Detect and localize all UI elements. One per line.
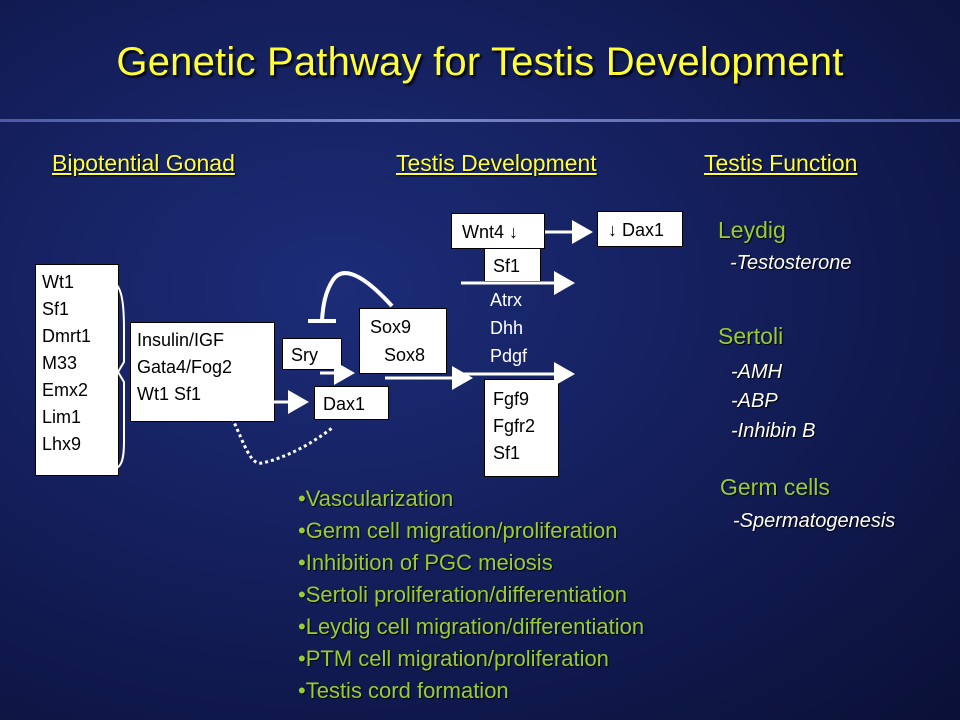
page-title: Genetic Pathway for Testis Development bbox=[116, 40, 844, 84]
gene-label: Dhh bbox=[490, 318, 524, 338]
list-item: •Sertoli proliferation/differentiation bbox=[298, 582, 627, 607]
bipotential-genes-box: Wt1 Sf1 Dmrt1 M33 Emx2 Lim1 Lhx9 bbox=[35, 264, 119, 476]
list-item: •Germ cell migration/proliferation bbox=[298, 518, 618, 543]
inhibition-curve bbox=[320, 271, 394, 321]
header-bipotential-gonad: Bipotential Gonad bbox=[52, 150, 235, 176]
wnt4-label: Wnt4 ↓ bbox=[462, 222, 519, 242]
gene-label: Sf1 bbox=[42, 299, 70, 319]
dax1-down-box: ↓ Dax1 bbox=[597, 211, 683, 247]
gene-label: Pdgf bbox=[490, 346, 528, 366]
bracket-connector bbox=[104, 277, 125, 473]
header-testis-development: Testis Development bbox=[396, 150, 597, 176]
middle-genes-list: Atrx Dhh Pdgf bbox=[490, 286, 527, 370]
gene-label: Sf1 bbox=[493, 443, 521, 463]
germ-cells-label: Germ cells bbox=[720, 474, 830, 500]
dax1-down-label: ↓ Dax1 bbox=[608, 220, 665, 240]
list-item: •PTM cell migration/proliferation bbox=[298, 646, 609, 671]
list-item: •Vascularization bbox=[298, 486, 454, 511]
sertoli-item: -AMH bbox=[731, 361, 783, 383]
list-item: •Testis cord formation bbox=[298, 678, 509, 703]
gene-label: Atrx bbox=[490, 290, 523, 310]
gene-label: M33 bbox=[42, 353, 78, 373]
gene-label: Fgfr2 bbox=[493, 416, 536, 436]
gene-label: Insulin/IGF bbox=[137, 330, 225, 350]
gene-label: Lim1 bbox=[42, 407, 82, 427]
sox9-sox8-box: Sox9 Sox8 bbox=[359, 308, 447, 374]
sertoli-label: Sertoli bbox=[718, 323, 784, 349]
leydig-item: -Testosterone bbox=[730, 252, 852, 274]
germ-item: -Spermatogenesis bbox=[733, 510, 896, 532]
fgf9-fgfr2-box: Fgf9 Fgfr2 Sf1 bbox=[484, 379, 559, 477]
header-testis-function: Testis Function bbox=[704, 150, 858, 176]
insulin-gata4-box: Insulin/IGF Gata4/Fog2 Wt1 Sf1 bbox=[130, 322, 275, 422]
sertoli-item: -Inhibin B bbox=[731, 420, 816, 442]
gene-label: Gata4/Fog2 bbox=[137, 357, 233, 377]
gene-label: Wt1 bbox=[42, 272, 75, 292]
sertoli-item: -ABP bbox=[731, 390, 778, 412]
title-divider bbox=[0, 119, 960, 122]
sf1-box: Sf1 bbox=[484, 248, 541, 282]
dax1-box: Dax1 bbox=[314, 386, 389, 420]
sry-label: Sry bbox=[291, 345, 318, 365]
leydig-label: Leydig bbox=[718, 217, 786, 243]
gene-label: Fgf9 bbox=[493, 389, 530, 409]
gene-label: Emx2 bbox=[42, 380, 89, 400]
list-item: •Leydig cell migration/differentiation bbox=[298, 614, 645, 639]
dotted-feedback bbox=[230, 417, 333, 465]
gene-label: Sox8 bbox=[384, 345, 426, 365]
list-item: •Inhibition of PGC meiosis bbox=[298, 550, 553, 575]
gene-label: Sox9 bbox=[370, 317, 412, 337]
gene-label: Lhx9 bbox=[42, 434, 82, 454]
gene-label: Wt1 Sf1 bbox=[137, 384, 202, 404]
sf1-label: Sf1 bbox=[493, 256, 521, 276]
gene-label: Dmrt1 bbox=[42, 326, 91, 346]
process-bullet-list: •Vascularization •Germ cell migration/pr… bbox=[298, 483, 644, 707]
dax1-label: Dax1 bbox=[323, 394, 366, 414]
sry-box: Sry bbox=[282, 338, 342, 370]
